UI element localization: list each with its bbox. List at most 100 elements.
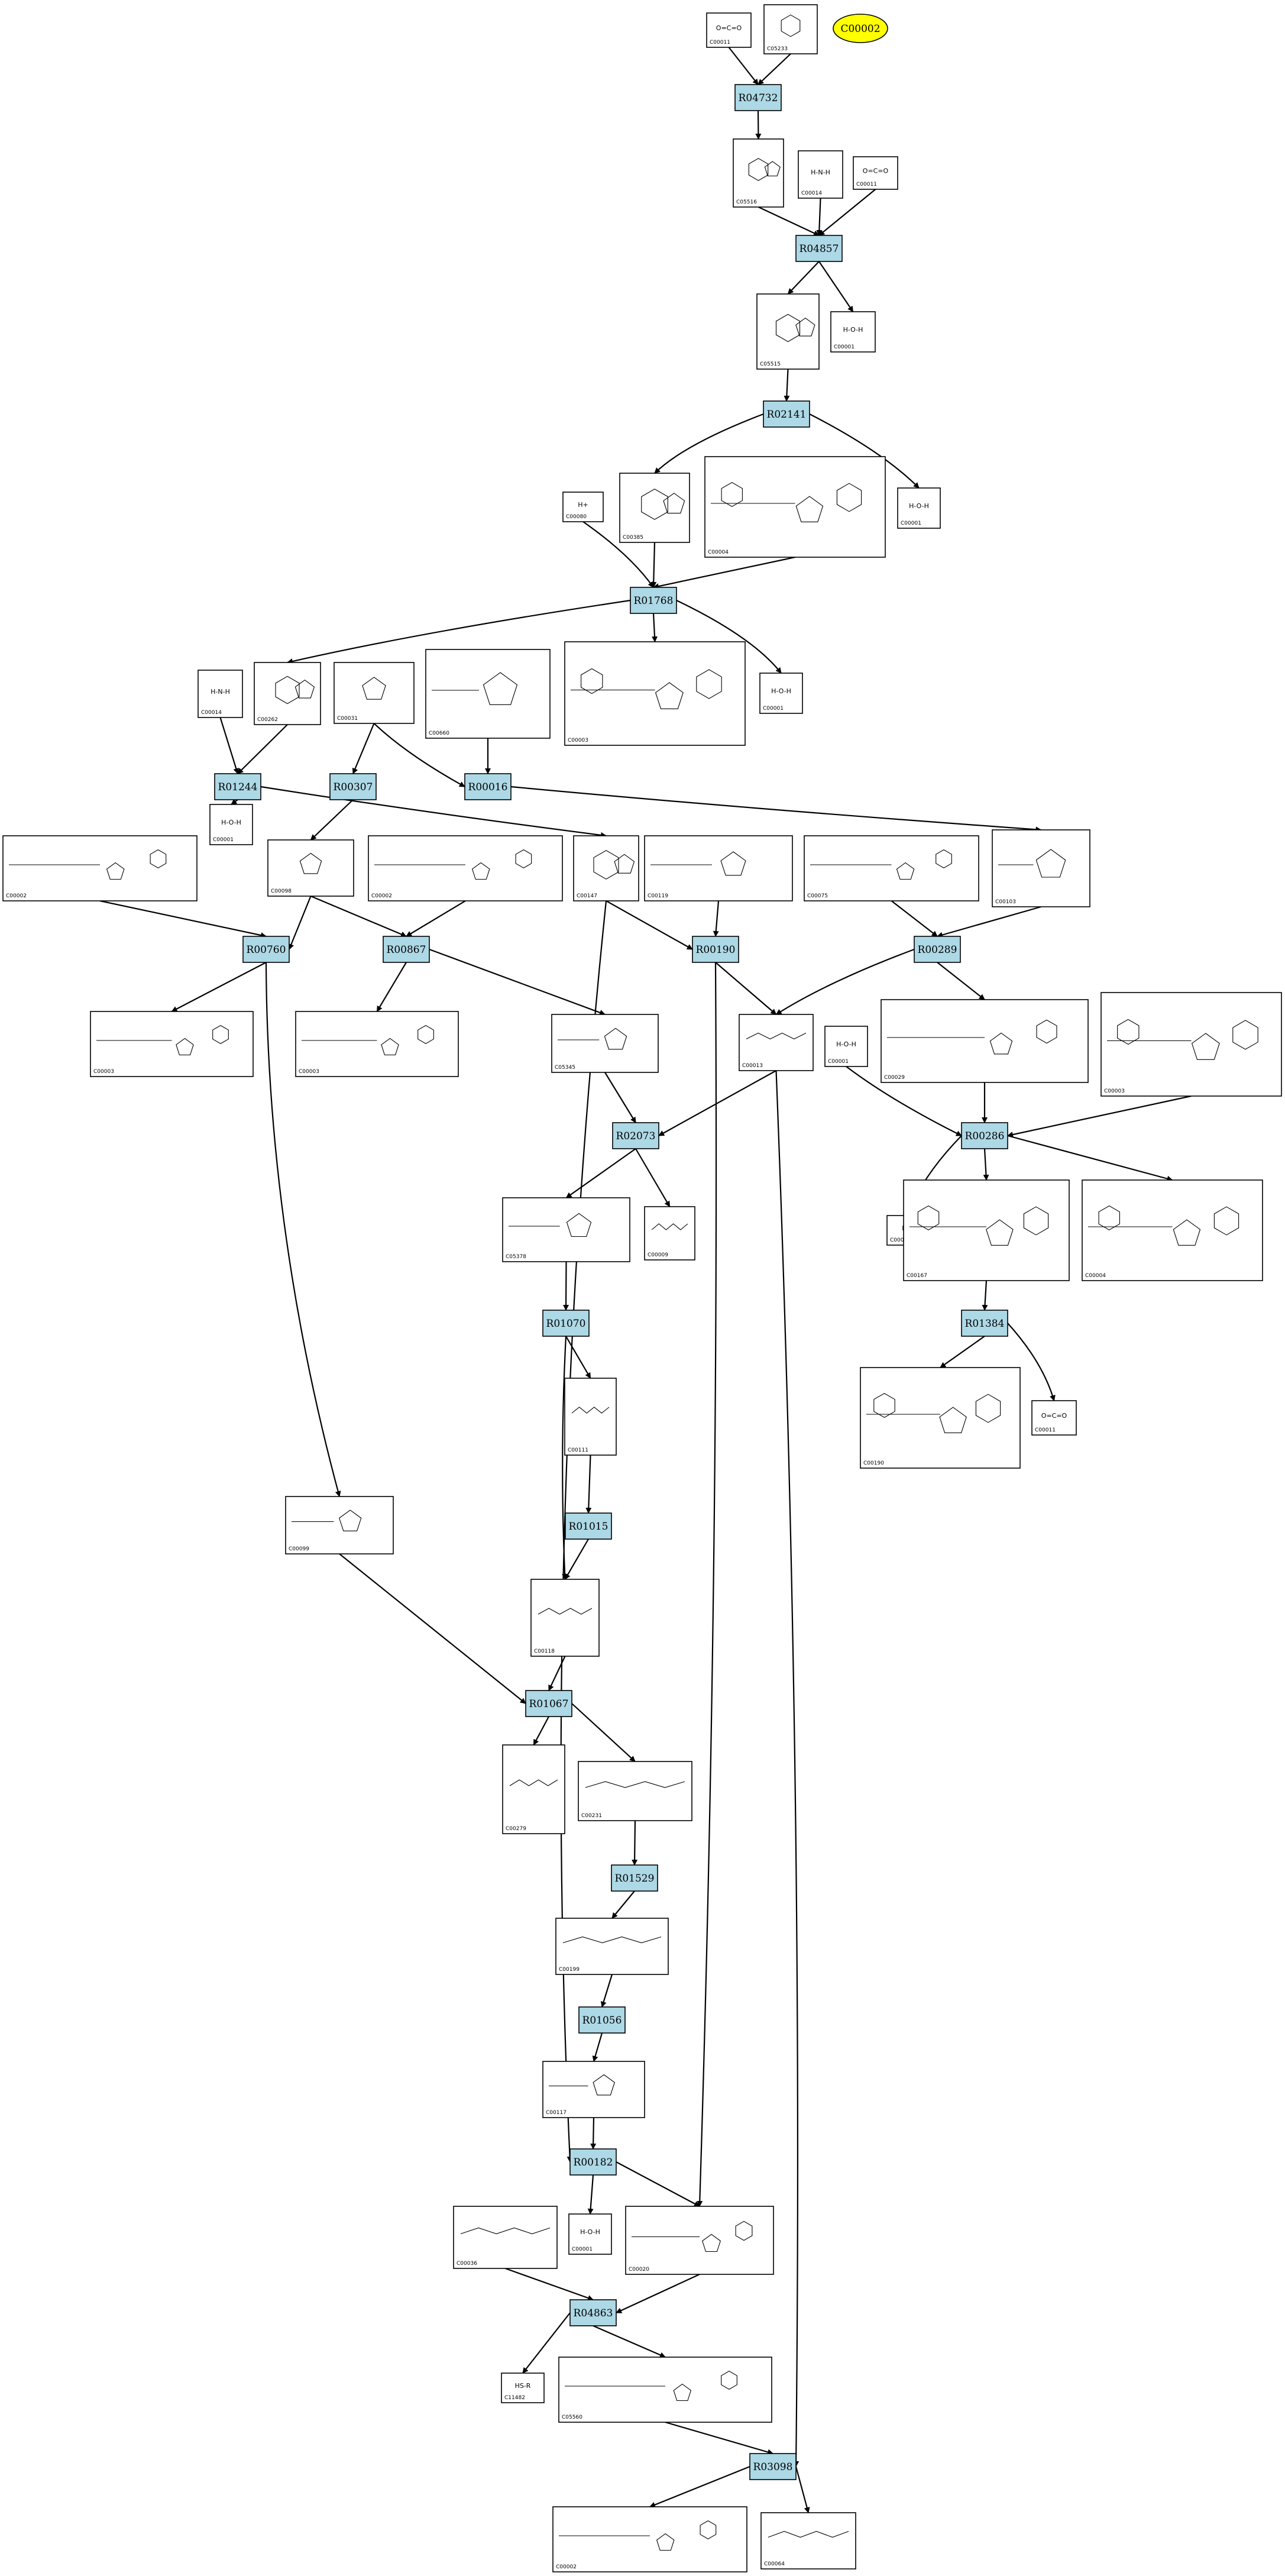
- compound-node[interactable]: C05515: [756, 293, 820, 370]
- compound-node[interactable]: C00167: [903, 1179, 1070, 1281]
- compound-node[interactable]: C00002: [2, 835, 198, 901]
- compound-node[interactable]: C00103: [992, 829, 1090, 907]
- compound-node[interactable]: C00013: [739, 1014, 814, 1071]
- compound-node[interactable]: C00117: [542, 2061, 645, 2118]
- compound-id: C00262: [257, 717, 278, 723]
- compound-node[interactable]: C05560: [558, 2357, 772, 2423]
- compound-box: [334, 662, 415, 724]
- chain-structure: [460, 2227, 551, 2235]
- compound-node[interactable]: C05345: [551, 1014, 659, 1073]
- compound-node[interactable]: C00002: [368, 835, 563, 901]
- highlighted-compound[interactable]: C00002: [833, 14, 888, 43]
- compound-id: C00001: [901, 521, 921, 526]
- compound-node[interactable]: C00004: [704, 456, 886, 558]
- ring-structure: [212, 1024, 229, 1045]
- compound-node[interactable]: C00002: [552, 2506, 747, 2572]
- reaction-node[interactable]: R02073: [612, 1122, 659, 1149]
- compound-node[interactable]: C00111: [564, 1378, 617, 1456]
- pathway-edge: [650, 542, 657, 588]
- reaction-node[interactable]: R00289: [914, 936, 961, 963]
- reaction-node[interactable]: R04857: [795, 235, 843, 262]
- compound-node[interactable]: C00020: [625, 2206, 774, 2275]
- reaction-node[interactable]: R00182: [569, 2148, 617, 2176]
- compound-node[interactable]: C00004: [1082, 1179, 1263, 1281]
- reaction-node[interactable]: R01067: [525, 1690, 572, 1717]
- compound-node[interactable]: C00262: [254, 662, 321, 725]
- compound-node[interactable]: C00031: [334, 662, 415, 724]
- compound-box: [1082, 1179, 1263, 1281]
- compound-node[interactable]: C00064: [760, 2512, 856, 2569]
- reaction-node[interactable]: R00760: [242, 936, 290, 963]
- compound-node[interactable]: C00029: [881, 999, 1089, 1083]
- reaction-node[interactable]: R01070: [542, 1310, 590, 1337]
- reaction-id: R03098: [753, 2461, 793, 2473]
- reaction-node[interactable]: R01529: [611, 1864, 658, 1892]
- compound-id: C05233: [767, 46, 788, 52]
- compound-box: [704, 456, 886, 558]
- reaction-node[interactable]: R04732: [734, 84, 782, 111]
- compound-node[interactable]: C00003: [564, 641, 746, 746]
- pathway-edge: [564, 1539, 589, 1580]
- compound-formula: H-O-H: [221, 819, 241, 826]
- compound-box: [1100, 992, 1282, 1097]
- compound-node[interactable]: C00385: [619, 473, 690, 543]
- compound-node[interactable]: C00279: [502, 1744, 565, 1834]
- compound-node[interactable]: C05378: [502, 1197, 630, 1262]
- compound-node[interactable]: C00099: [285, 1496, 394, 1554]
- compound-formula: H-O-H: [771, 687, 791, 695]
- compound-node[interactable]: C05233: [763, 4, 818, 54]
- reaction-node[interactable]: R00190: [692, 936, 739, 963]
- reaction-box: [749, 2453, 797, 2480]
- reaction-node[interactable]: R02141: [763, 400, 810, 428]
- compound-node[interactable]: C00660: [425, 649, 551, 739]
- reaction-node[interactable]: R01384: [961, 1310, 1008, 1337]
- compound-node[interactable]: C00147: [573, 835, 639, 901]
- compound-node[interactable]: C05516: [733, 138, 784, 208]
- compound-node[interactable]: C00190: [860, 1367, 1021, 1469]
- reaction-node[interactable]: R01768: [630, 587, 677, 614]
- ring-structure: [696, 669, 722, 699]
- compound-node[interactable]: C00098: [267, 839, 354, 897]
- compound-node[interactable]: C00003: [90, 1011, 254, 1077]
- pathway-edge: [635, 1148, 671, 1207]
- compound-node[interactable]: C00199: [555, 1918, 669, 1975]
- compound-node[interactable]: C00003: [1100, 992, 1282, 1097]
- reaction-node[interactable]: R01056: [578, 2006, 626, 2034]
- reaction-node[interactable]: R04863: [569, 2299, 617, 2326]
- compound-node[interactable]: C00009: [644, 1206, 695, 1260]
- compound-box: [562, 492, 604, 522]
- reaction-node[interactable]: R01015: [565, 1512, 612, 1540]
- compound-box: [760, 2512, 856, 2569]
- pathway-edge: [406, 900, 466, 937]
- compound-node[interactable]: C00231: [578, 1761, 692, 1821]
- compound-node[interactable]: C00118: [530, 1579, 600, 1657]
- compound-node[interactable]: H+C00080: [562, 492, 604, 522]
- pathway-edge: [775, 1070, 800, 2467]
- compound-node[interactable]: C00075: [804, 835, 979, 901]
- reaction-node[interactable]: R01244: [214, 773, 261, 800]
- compound-node[interactable]: C00036: [453, 2206, 558, 2269]
- reaction-node[interactable]: R00016: [464, 773, 512, 800]
- reaction-node[interactable]: R00307: [329, 773, 377, 800]
- compound-id: C00098: [271, 888, 292, 894]
- pathway-edge: [787, 261, 820, 295]
- reaction-node[interactable]: R00286: [961, 1122, 1008, 1149]
- reaction-node[interactable]: R00867: [383, 936, 430, 963]
- reaction-id: R02141: [767, 409, 807, 421]
- ring-structure: [975, 1394, 1001, 1423]
- reaction-node[interactable]: R03098: [749, 2453, 797, 2480]
- compound-node[interactable]: C00003: [295, 1011, 459, 1077]
- compound-node[interactable]: C00119: [644, 835, 793, 901]
